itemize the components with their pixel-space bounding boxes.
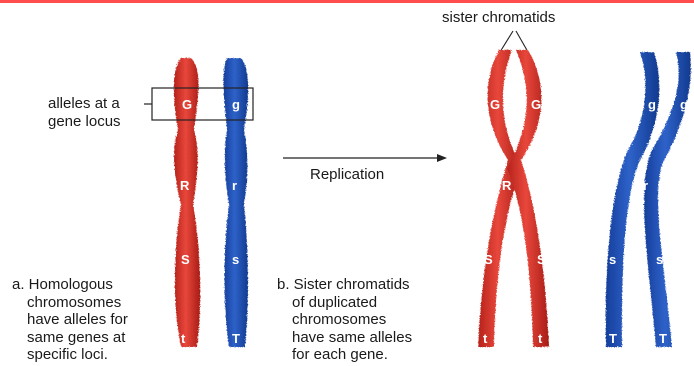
sister-blue-left-allele-1: g	[648, 97, 656, 112]
sister-red-right-allele-3: S	[537, 252, 546, 267]
alleles-label-line2: gene locus	[48, 113, 121, 130]
replication-arrowhead	[437, 154, 447, 162]
caption-b: b. Sister chromatids of duplicated chrom…	[277, 276, 412, 364]
sister-blue-right-allele-2: r	[643, 178, 648, 193]
allele-label-red-1: G	[182, 97, 192, 112]
allele-label-red-4: t	[181, 331, 186, 346]
caption-b-line-2: of duplicated	[277, 294, 412, 312]
replication-label: Replication	[310, 166, 384, 183]
allele-label-blue-3: s	[232, 252, 239, 267]
caption-a-line-4: same genes at	[12, 329, 128, 347]
sister-red-left-allele-2: R	[502, 178, 512, 193]
caption-a-line-3: have alleles for	[12, 311, 128, 329]
allele-label-red-3: S	[181, 252, 190, 267]
duplicated-red-chromosome	[478, 50, 549, 347]
sister-blue-right-allele-1: g	[680, 97, 688, 112]
sister-blue-left-allele-2: r	[613, 178, 618, 193]
caption-a-line-1: a. Homologous	[12, 276, 128, 294]
caption-b-line-4: have same alleles	[277, 329, 412, 347]
sister-red-right-allele-4: t	[538, 331, 543, 346]
sister-blue-left-allele-3: s	[609, 252, 616, 267]
red-chromatid-right	[507, 50, 549, 347]
sister-red-left-allele-3: S	[484, 252, 493, 267]
sister-red-right-allele-2: R	[532, 178, 542, 193]
red-chromatid-left	[478, 50, 522, 347]
sister-pointer-right	[516, 31, 528, 52]
sister-chromatids-label: sister chromatids	[442, 9, 555, 26]
sister-red-left-allele-1: G	[490, 97, 500, 112]
sister-red-right-allele-1: G	[531, 97, 541, 112]
sister-blue-right-allele-4: T	[659, 331, 667, 346]
sister-red-left-allele-4: t	[483, 331, 488, 346]
allele-label-blue-2: r	[232, 178, 237, 193]
caption-a: a. Homologous chromosomes have alleles f…	[12, 276, 128, 364]
alleles-label-line1: alleles at a	[48, 95, 120, 112]
caption-b-line-3: chromosomes	[277, 311, 412, 329]
allele-label-red-2: R	[180, 178, 190, 193]
caption-a-line-2: chromosomes	[12, 294, 128, 312]
caption-b-line-1: b. Sister chromatids	[277, 276, 412, 294]
caption-b-line-5: for each gene.	[277, 346, 412, 364]
sister-blue-right-allele-3: s	[656, 252, 663, 267]
caption-a-line-5: specific loci.	[12, 346, 128, 364]
allele-label-blue-4: T	[232, 331, 240, 346]
allele-label-blue-1: g	[232, 97, 240, 112]
sister-blue-left-allele-4: T	[609, 331, 617, 346]
sister-pointer-left	[500, 31, 513, 52]
